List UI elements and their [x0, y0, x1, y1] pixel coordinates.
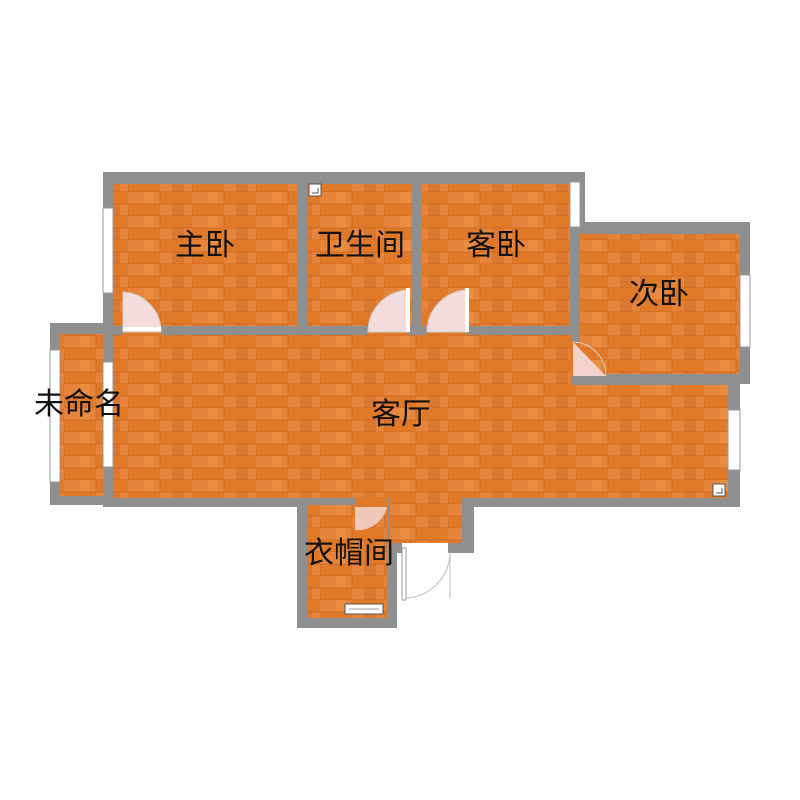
label-master-bedroom: 主卧 — [175, 228, 235, 263]
window-guest-bedroom — [569, 181, 581, 228]
label-cloakroom: 衣帽间 — [304, 536, 394, 571]
door-opening-cloakroom — [355, 497, 387, 507]
floor-entry-nook — [390, 497, 462, 543]
door-swing-guest — [426, 289, 468, 333]
door-swing-cloakroom — [355, 507, 387, 531]
doors — [122, 288, 607, 601]
wardrobe-rail-icon — [344, 603, 384, 615]
label-bathroom: 卫生间 — [315, 228, 405, 263]
fixtures — [308, 183, 726, 615]
label-unnamed-room: 未命名 — [34, 387, 124, 422]
window-living-room-west — [102, 361, 114, 468]
door-opening-entrance — [402, 543, 448, 553]
window-living-room-east — [727, 409, 741, 471]
room-labels: 主卧 卫生间 客卧 次卧 未命名 客厅 衣帽间 — [34, 228, 689, 571]
door-arc-entrance — [405, 551, 451, 599]
window-master-bedroom — [102, 207, 114, 294]
windows — [49, 181, 751, 483]
door-leaf-guest — [465, 288, 469, 332]
floor-living-room — [113, 335, 571, 498]
label-living-room: 客厅 — [371, 397, 431, 432]
door-swing-second — [573, 342, 606, 376]
door-swing-bathroom — [367, 289, 409, 333]
label-second-bedroom: 次卧 — [629, 277, 689, 312]
door-leaf-entrance — [401, 547, 407, 601]
floors — [60, 184, 740, 618]
door-arc-second — [572, 341, 607, 377]
window-unnamed-room — [49, 349, 61, 483]
floor-second-bedroom — [580, 234, 740, 374]
toilet-icon — [308, 183, 322, 197]
floor-drain-icon — [712, 483, 726, 497]
label-guest-bedroom: 客卧 — [466, 228, 526, 263]
floor-living-room-east — [570, 385, 728, 498]
door-leaf-master — [123, 327, 161, 331]
floor-unnamed-room — [60, 334, 104, 496]
window-second-bedroom — [739, 274, 751, 348]
door-leaf-bathroom — [406, 288, 410, 332]
